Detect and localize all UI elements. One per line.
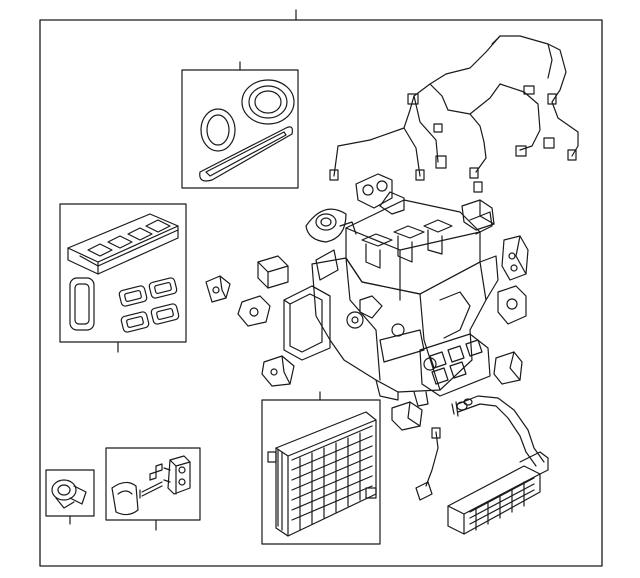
wiring-harness	[330, 36, 578, 192]
o-ring-cover	[112, 482, 138, 514]
grommet-double	[356, 174, 392, 208]
rect-seal-tall	[70, 278, 94, 330]
actuator-right-top	[462, 200, 494, 230]
valve-bolt	[140, 482, 162, 498]
grommet-round	[306, 209, 346, 242]
blend-actuator-bottom	[392, 402, 422, 430]
evaporator-core-box[interactable]	[262, 392, 380, 544]
heater-ac-unit-assembly	[284, 192, 498, 406]
hose-clip	[52, 480, 86, 508]
long-gasket	[200, 127, 293, 181]
temperature-sensor-lead	[416, 428, 440, 500]
mode-door-actuator	[502, 236, 528, 280]
mode-door-actuator-left	[238, 296, 270, 326]
actuator-lower-left	[262, 356, 294, 386]
hose-clip-box[interactable]	[46, 470, 94, 524]
expansion-valve-kit-box[interactable]	[106, 448, 200, 530]
blend-door-actuator	[258, 256, 288, 288]
actuator-right-mid	[498, 286, 526, 324]
small-seals	[118, 277, 179, 333]
expansion-valve	[164, 456, 190, 494]
duct-seal-kit-box[interactable]	[182, 62, 298, 188]
round-seal-large	[242, 80, 294, 124]
round-seal-small	[201, 109, 235, 151]
small-washers	[150, 464, 162, 480]
heater-core	[448, 452, 548, 534]
vent-gasket-frame	[68, 214, 178, 274]
refrigerant-tubes	[452, 396, 544, 466]
outer-frame	[40, 20, 602, 566]
air-temperature-sensor	[206, 276, 230, 302]
case-seal-set-box[interactable]	[60, 204, 186, 352]
evaporator-core	[268, 412, 376, 536]
actuator-right-lower	[494, 352, 522, 384]
